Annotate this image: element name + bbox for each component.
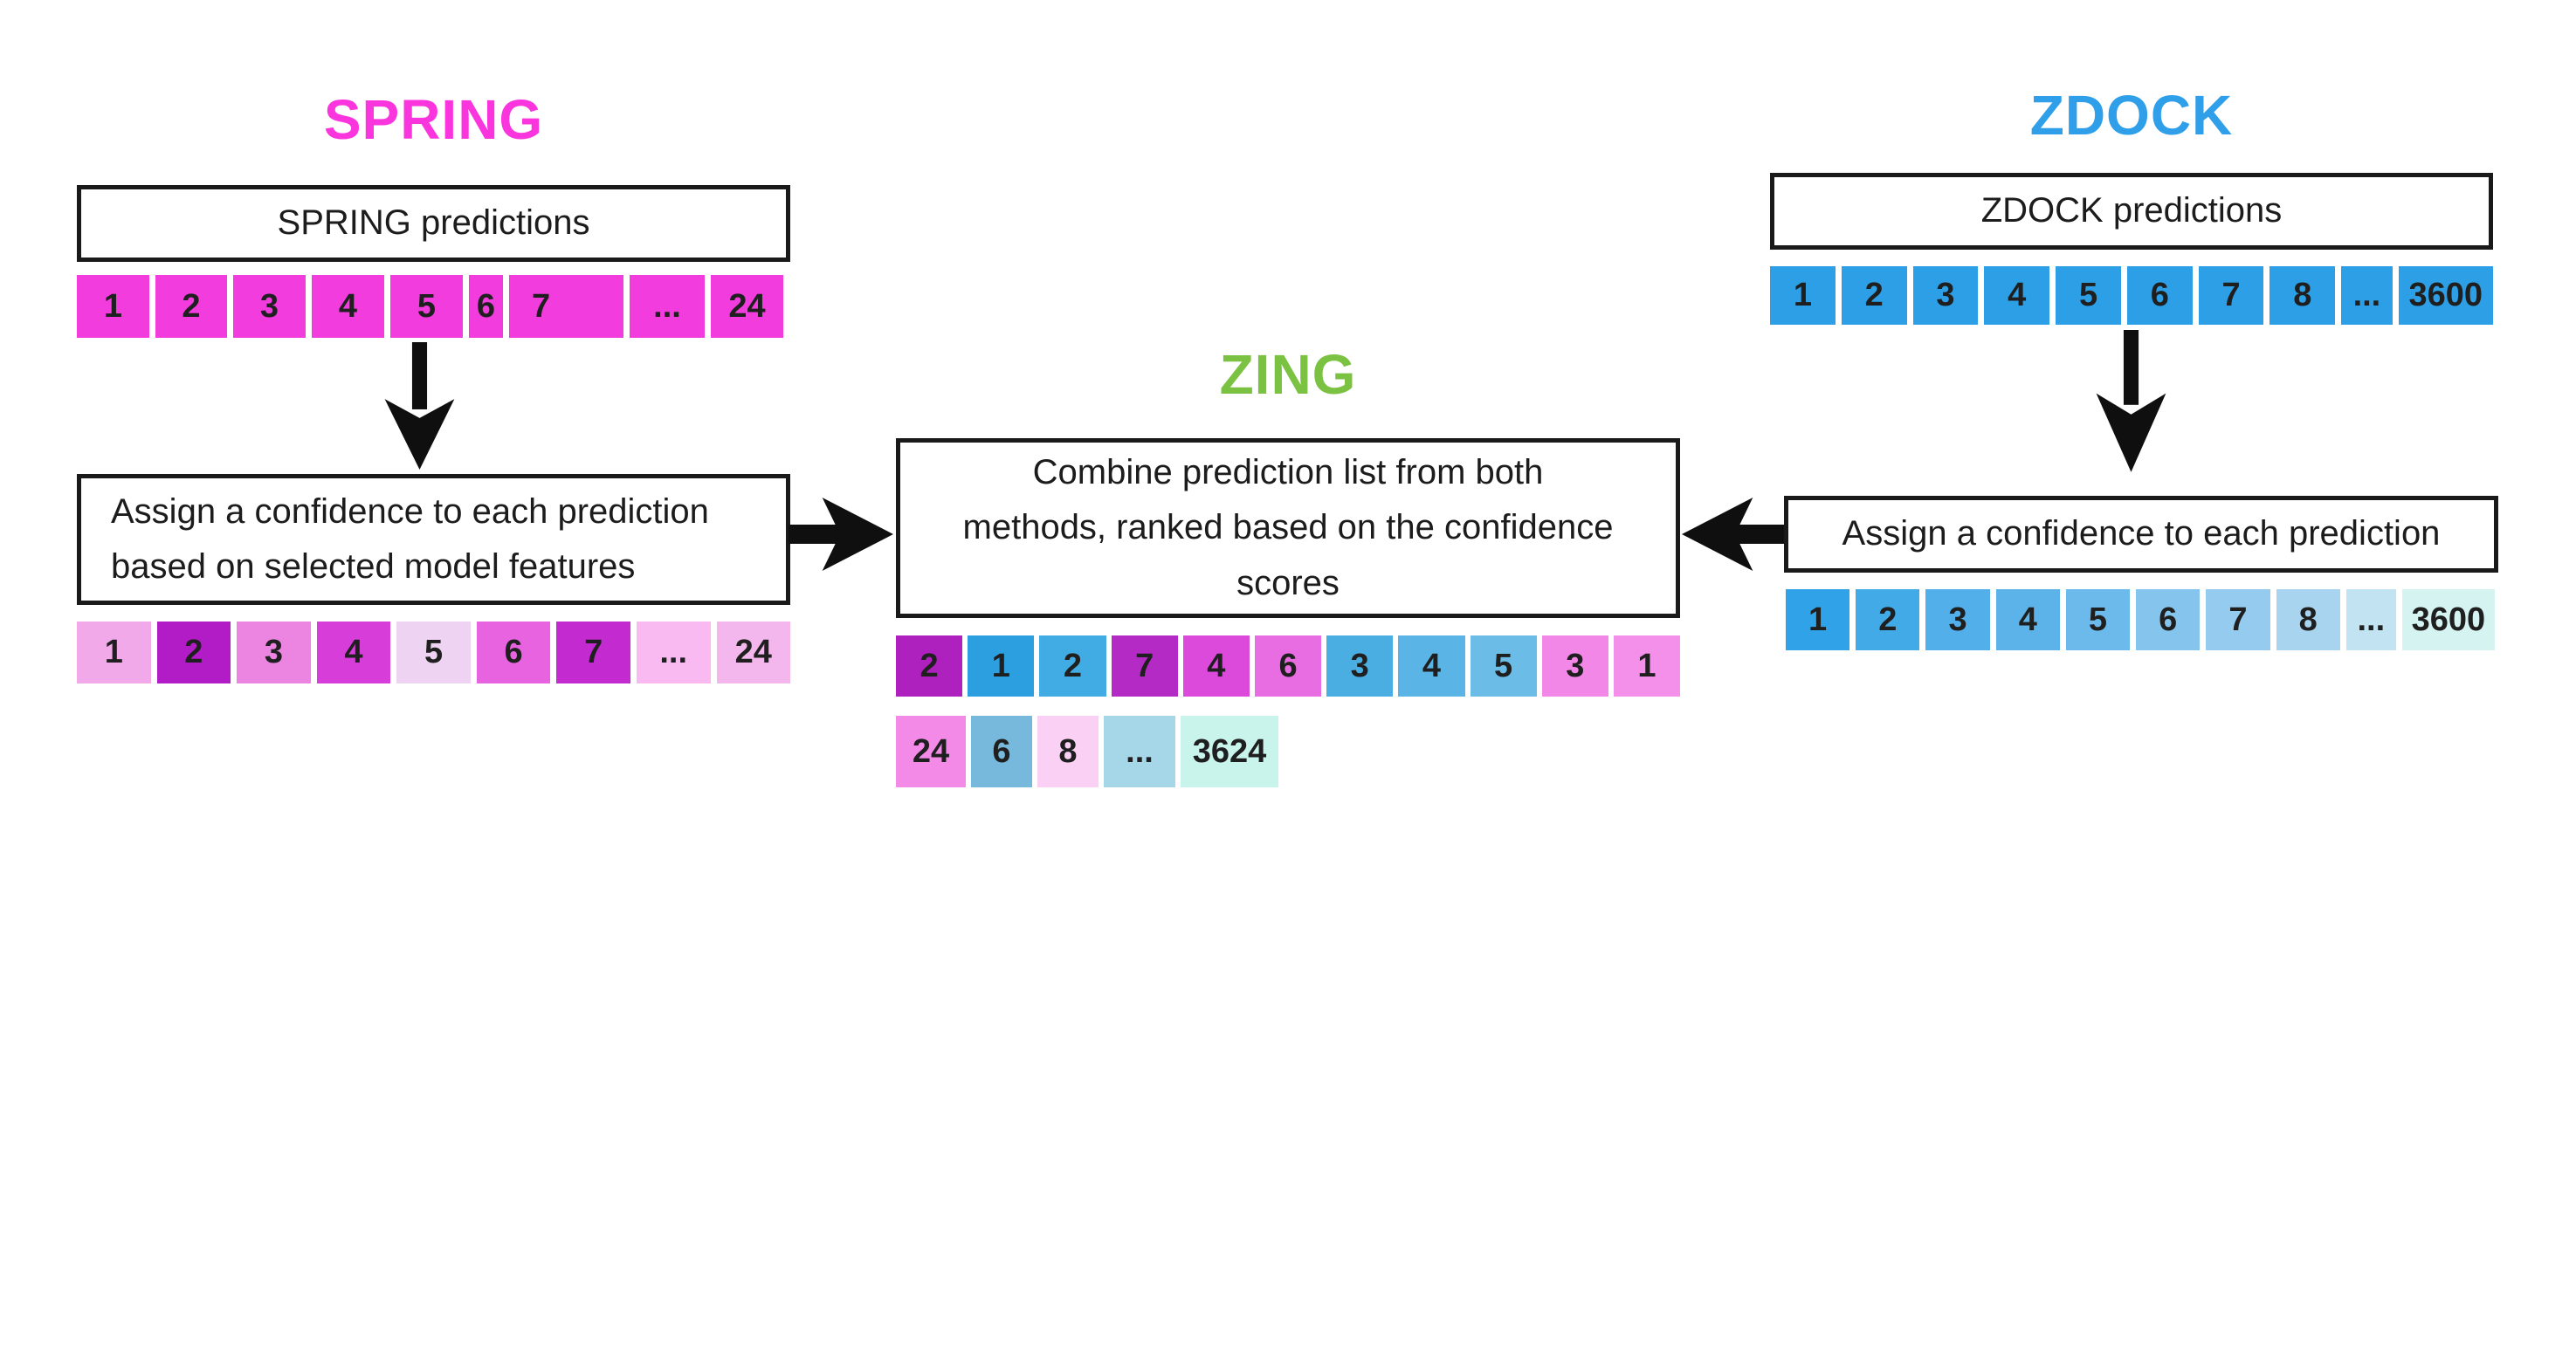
spring-assign-box: Assign a confidence to each prediction b… [77, 474, 790, 605]
rank-cell: 1 [1613, 635, 1681, 697]
rank-cell: 1 [77, 622, 151, 683]
zing-combine-line1: Combine prediction list from both [1032, 453, 1544, 492]
zdock-assign-line1: Assign a confidence to each prediction [1842, 514, 2441, 553]
rank-cell: 4 [1984, 266, 2050, 325]
rank-cell: 6 [971, 716, 1032, 787]
spring-predictions-box: SPRING predictions [77, 185, 790, 262]
rank-cell: 1 [1770, 266, 1836, 325]
rank-cell: 3 [1326, 635, 1394, 697]
arrow-right-icon [789, 491, 895, 578]
rank-cell: 1 [1786, 589, 1850, 650]
rank-cell: 24 [896, 716, 966, 787]
rank-cell: 4 [1995, 589, 2060, 650]
rank-cell: 3 [1541, 635, 1608, 697]
zing-combine-line3: scores [1236, 563, 1340, 602]
arrow-down-icon [378, 342, 461, 471]
zdock-confidence-row: 1 2 3 4 5 6 7 8 ... 3600 [1786, 589, 2496, 650]
arrow-left-icon [1680, 491, 1787, 578]
rank-cell: 3 [233, 275, 306, 338]
rank-cell: 6 [1254, 635, 1322, 697]
rank-cell: ... [630, 275, 705, 338]
rank-cell: 4 [312, 275, 384, 338]
rank-cell: 8 [1037, 716, 1099, 787]
rank-cell: 5 [396, 622, 471, 683]
zing-combine-line2: methods, ranked based on the confidence [962, 508, 1614, 547]
rank-cell: 1 [968, 635, 1035, 697]
rank-cell: ... [2341, 266, 2393, 325]
zing-combine-box: Combine prediction list from both method… [896, 438, 1680, 618]
rank-cell: 2 [1039, 635, 1106, 697]
rank-cell: 4 [1398, 635, 1465, 697]
rank-cell: 3600 [2398, 266, 2494, 325]
rank-cell: 7 [556, 622, 630, 683]
rank-cell: 8 [2269, 266, 2336, 325]
arrow-down-icon [2090, 330, 2173, 474]
rank-cell: 6 [2126, 266, 2193, 325]
rank-cell: 7 [509, 275, 623, 338]
zdock-predictions-row: 1 2 3 4 5 6 7 8 ... 3600 [1770, 266, 2494, 325]
rank-cell: 24 [716, 622, 791, 683]
rank-cell: ... [1104, 716, 1175, 787]
rank-cell: 4 [316, 622, 391, 683]
rank-cell: ... [636, 622, 711, 683]
rank-cell: 3 [1925, 589, 1990, 650]
rank-cell: 5 [2065, 589, 2131, 650]
zing-combined-row-2: 24 6 8 ... 3624 [896, 716, 1298, 787]
rank-cell: 6 [2136, 589, 2201, 650]
zdock-predictions-box-label: ZDOCK predictions [1980, 191, 2283, 230]
rank-cell: 5 [1470, 635, 1537, 697]
rank-cell: 24 [711, 275, 783, 338]
rank-cell: 6 [476, 622, 551, 683]
spring-assign-line2: based on selected model features [111, 547, 636, 586]
rank-cell: 2 [1841, 266, 1907, 325]
zing-title: ZING [1219, 343, 1357, 406]
rank-cell: 3600 [2401, 589, 2496, 650]
rank-cell: 2 [1856, 589, 1920, 650]
rank-cell: 2 [155, 275, 227, 338]
zing-combined-row-1: 2 1 2 7 4 6 3 4 5 3 1 [896, 635, 1681, 697]
zdock-predictions-box: ZDOCK predictions [1770, 173, 2493, 250]
rank-cell: 3 [237, 622, 311, 683]
rank-cell: 3 [1912, 266, 1979, 325]
rank-cell: 4 [1182, 635, 1250, 697]
spring-assign-line1: Assign a confidence to each prediction [111, 491, 709, 531]
rank-cell: 8 [2276, 589, 2340, 650]
zdock-title: ZDOCK [2029, 84, 2234, 147]
rank-cell: 3624 [1181, 716, 1278, 787]
rank-cell: 7 [2206, 589, 2270, 650]
spring-predictions-box-label: SPRING predictions [277, 203, 590, 243]
zdock-assign-box: Assign a confidence to each prediction [1784, 496, 2498, 573]
rank-cell: 7 [2198, 266, 2264, 325]
spring-predictions-row: 1 2 3 4 5 6 7 ... 24 [77, 275, 790, 338]
rank-cell: 7 [1111, 635, 1178, 697]
spring-title: SPRING [323, 88, 544, 151]
rank-cell: 6 [469, 275, 503, 338]
rank-cell: 2 [896, 635, 963, 697]
rank-cell: 2 [156, 622, 231, 683]
spring-confidence-row: 1 2 3 4 5 6 7 ... 24 [77, 622, 791, 683]
rank-cell: 5 [2056, 266, 2121, 325]
rank-cell: ... [2345, 589, 2396, 650]
rank-cell: 1 [77, 275, 149, 338]
rank-cell: 5 [390, 275, 463, 338]
